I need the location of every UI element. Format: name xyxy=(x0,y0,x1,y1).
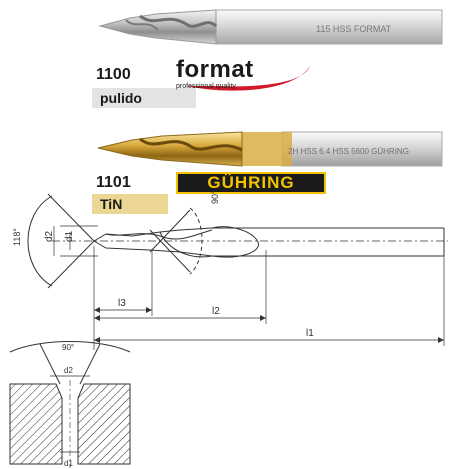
product-code-1101: 1101 xyxy=(96,174,131,191)
drill-photo-tin: 2H HSS 6.4 HSS 5600 GÜHRING xyxy=(97,131,443,167)
l2-label: l2 xyxy=(212,306,220,317)
l1-label: l1 xyxy=(306,328,314,339)
shank-marking-2: 2H HSS 6.4 HSS 5600 GÜHRING xyxy=(288,147,409,156)
section-angle-label: 90° xyxy=(62,343,74,352)
format-logo: format professional quality xyxy=(176,56,316,96)
angle-118-label: 118° xyxy=(12,228,22,246)
d2-label: d2 xyxy=(44,230,55,242)
format-logo-swoosh-icon xyxy=(186,66,310,91)
format-logo-text: format xyxy=(176,56,254,83)
finish-badge-tin: TiN xyxy=(92,194,168,214)
technical-drawing: 118° 90° d2 d1 l3 l2 l1 xyxy=(12,190,448,350)
guhring-logo-text: GÜHRING xyxy=(207,173,295,192)
countersink-section-diagram: 90° d2 d1 xyxy=(9,341,131,468)
section-d2-label: d2 xyxy=(64,366,73,375)
angle-90-label: 90° xyxy=(210,190,220,204)
d1-label: d1 xyxy=(64,230,75,242)
format-logo-tagline: professional quality xyxy=(176,83,236,90)
product-code-1100: 1100 xyxy=(96,66,131,83)
shank-marking-1: 115 HSS FORMAT xyxy=(316,24,392,34)
drill-photo-polished: 115 HSS FORMAT xyxy=(98,9,443,45)
l3-label: l3 xyxy=(118,298,126,309)
finish-badge-pulido: pulido xyxy=(92,88,196,108)
section-d1-label: d1 xyxy=(64,459,73,468)
guhring-logo: GÜHRING xyxy=(176,172,326,194)
